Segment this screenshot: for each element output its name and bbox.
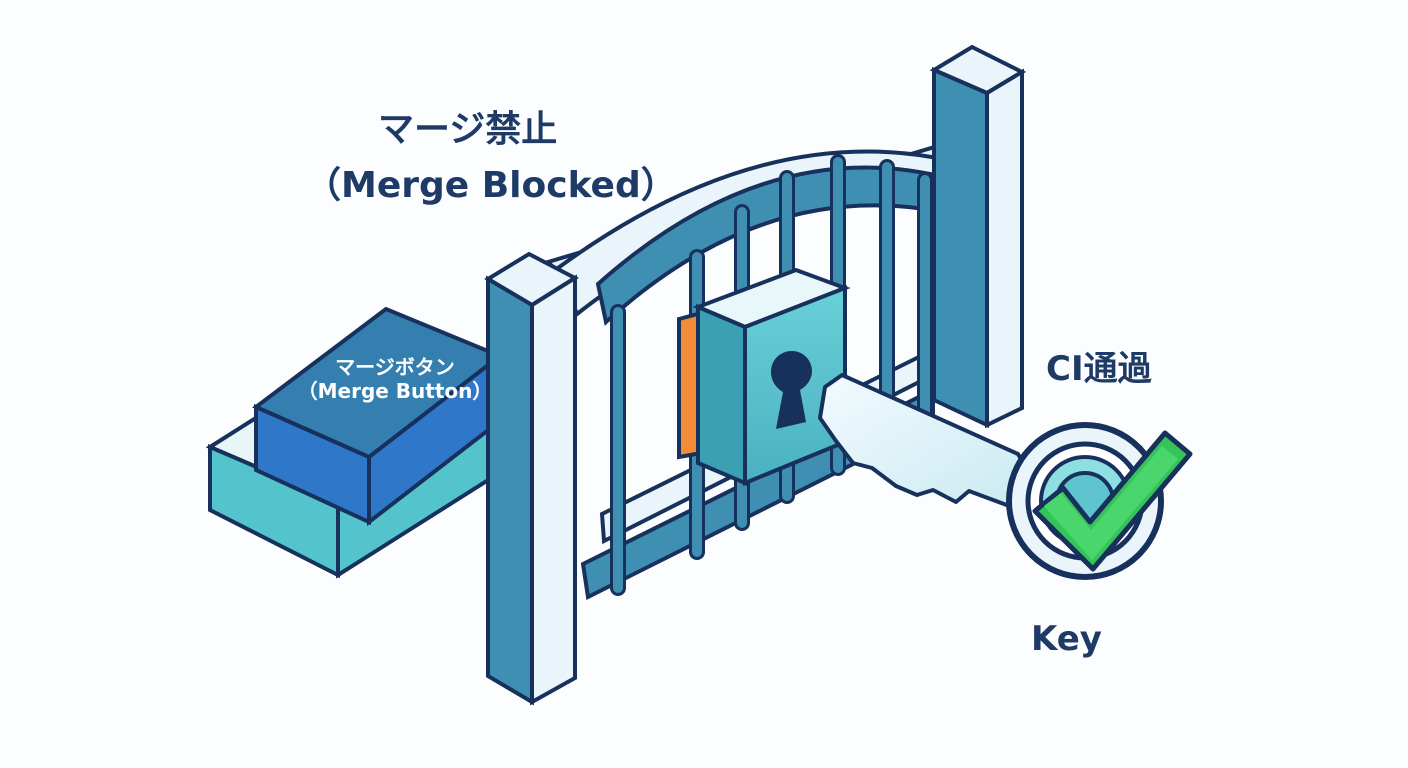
merge-blocked-title-jp: マージ禁止 — [378, 109, 558, 150]
merge-button-label-jp: マージボタン — [335, 355, 455, 379]
key-icon — [818, 373, 1193, 580]
merge-button-label: マージボタン （Merge Button） — [290, 355, 500, 403]
key-label: Key — [1031, 619, 1102, 659]
merge-button-icon — [205, 306, 517, 579]
merge-button-label-en: （Merge Button） — [297, 379, 493, 403]
ci-passed-label: CI通過 — [1046, 349, 1152, 389]
merge-blocked-title-en: （Merge Blocked） — [305, 165, 677, 206]
checkmark-icon — [1044, 446, 1178, 560]
keyhole-icon — [771, 351, 812, 429]
